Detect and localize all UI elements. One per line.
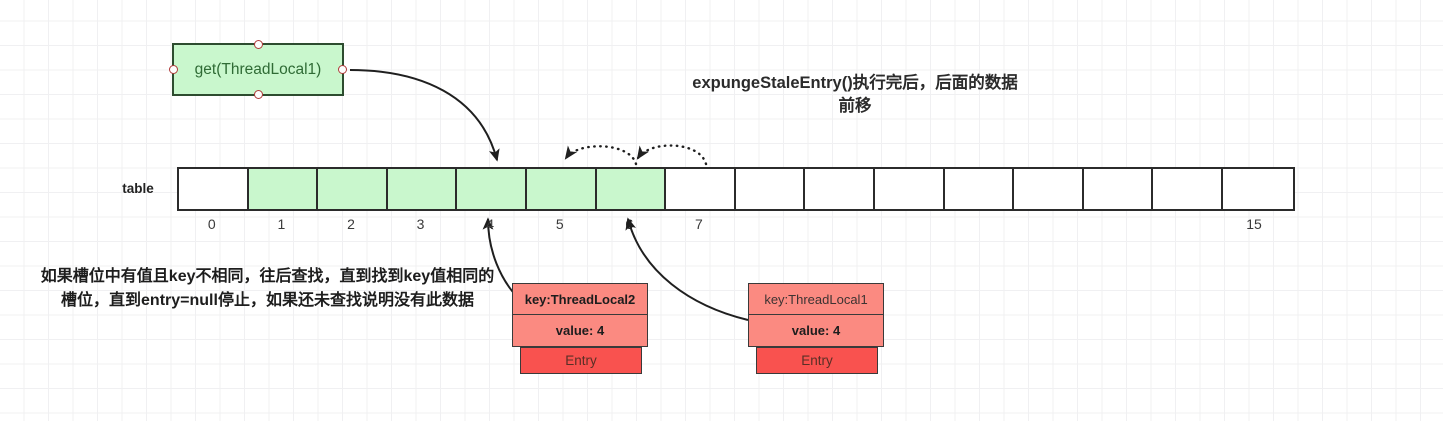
entry-key-label: key:ThreadLocal1 <box>748 283 884 315</box>
table-slot-9[interactable] <box>805 169 875 209</box>
table-index-6: 6 <box>625 216 634 232</box>
table-slot-7[interactable] <box>666 169 736 209</box>
table-index-4: 4 <box>486 216 495 232</box>
table-slot-0[interactable] <box>179 169 249 209</box>
table-slot-13[interactable] <box>1083 169 1154 209</box>
entry-key-label: key:ThreadLocal2 <box>512 283 648 315</box>
table-array <box>177 167 1295 211</box>
table-index-last: 15 <box>1246 216 1262 232</box>
table-slot-15[interactable] <box>1222 169 1293 209</box>
connection-port-right[interactable] <box>338 65 347 74</box>
table-index-0: 0 <box>207 216 216 232</box>
entry-box-threadlocal2[interactable]: key:ThreadLocal2 value: 4 Entry <box>512 283 648 374</box>
entry-box-threadlocal1[interactable]: key:ThreadLocal1 value: 4 Entry <box>748 283 884 374</box>
table-index-1: 1 <box>277 216 286 232</box>
entry-type-label: Entry <box>520 347 642 374</box>
table-slot-11[interactable] <box>944 169 1015 209</box>
entry-value-label: value: 4 <box>512 315 648 347</box>
get-threadlocal-node[interactable]: get(ThreadLocal1) <box>169 40 347 99</box>
table-index-3: 3 <box>416 216 425 232</box>
table-index-2: 2 <box>347 216 355 232</box>
shift-arc-6-to-5 <box>564 145 638 166</box>
table-slot-8[interactable] <box>735 169 806 209</box>
table-slot-6[interactable] <box>596 169 667 209</box>
table-index-7: 7 <box>695 216 703 232</box>
shift-arc-7-to-6 <box>636 144 708 166</box>
table-slot-3[interactable] <box>387 169 458 209</box>
table-slot-2[interactable] <box>318 169 388 209</box>
table-slot-14[interactable] <box>1153 169 1223 209</box>
connection-port-left[interactable] <box>169 65 178 74</box>
lookup-note-text: 如果槽位中有值且key不相同，往后查找，直到找到key值相同的槽位，直到entr… <box>40 268 495 309</box>
table-slot-1[interactable] <box>248 169 319 209</box>
table-label: table <box>122 181 154 196</box>
connection-port-top[interactable] <box>253 40 263 49</box>
get-threadlocal-label: get(ThreadLocal1) <box>194 60 322 78</box>
entry-type-label: Entry <box>756 347 878 374</box>
table-slot-10[interactable] <box>874 169 945 209</box>
connection-port-bottom[interactable] <box>253 90 263 99</box>
table-slot-4[interactable] <box>457 169 527 209</box>
table-index-row: 0 1 2 3 4 5 6 7 <box>177 216 734 236</box>
headline-text: expungeStaleEntry()执行完后，后面的数据前移 <box>692 74 1018 116</box>
table-index-5: 5 <box>555 216 564 232</box>
entry-value-label: value: 4 <box>748 315 884 347</box>
arrow-get-to-slot4 <box>349 69 500 162</box>
table-slot-5[interactable] <box>526 169 597 209</box>
table-slot-12[interactable] <box>1014 169 1084 209</box>
